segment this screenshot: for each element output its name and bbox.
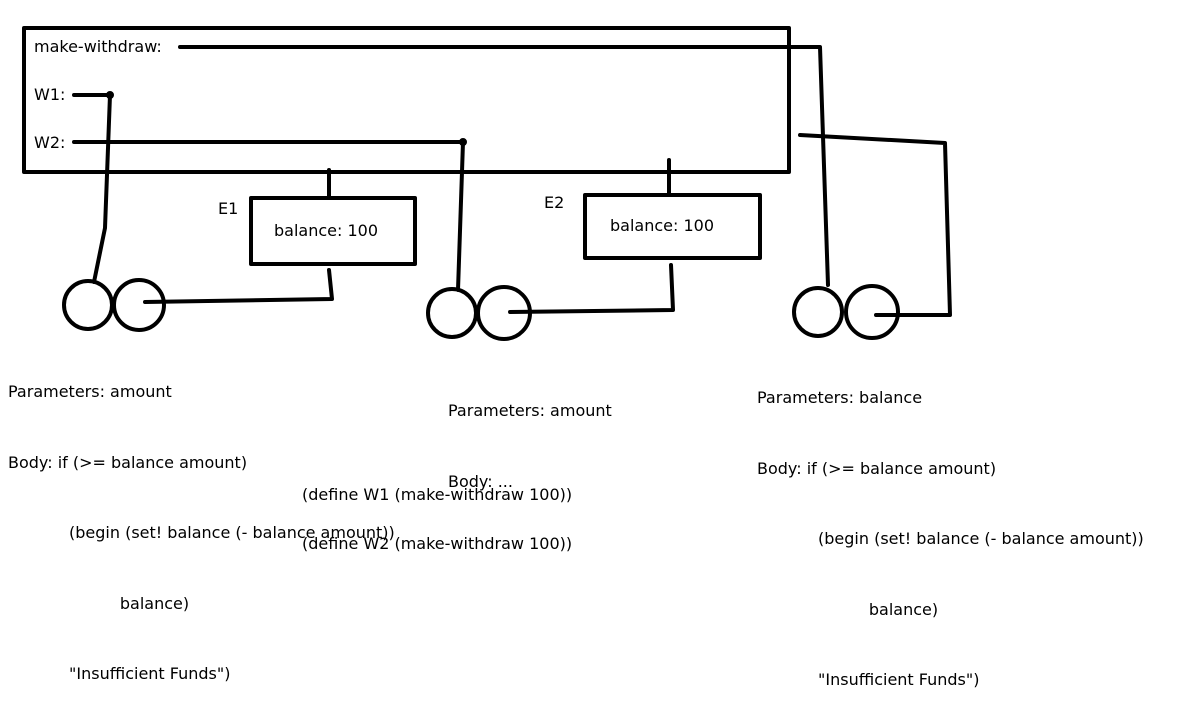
procedure-1-env-pointer	[143, 268, 334, 304]
procedure-2-description: Parameters: amount Body: ...	[448, 352, 612, 517]
procedure-2-line: Body: ...	[448, 471, 513, 491]
binding-w1-label: W1:	[34, 85, 66, 104]
procedure-1-line: "Insufficient Funds")	[8, 664, 231, 683]
procedure-1-line: Parameters: amount	[8, 382, 172, 401]
procedure-3-line: "Insufficient Funds")	[757, 670, 980, 689]
procedure-3-line: Parameters: balance	[757, 388, 923, 407]
procedure-3-code-circle	[792, 286, 844, 338]
procedure-3-env-circle	[844, 284, 900, 340]
procedure-3-description: Parameters: balance Body: if (>= balance…	[757, 339, 1144, 715]
w1-pointer	[72, 93, 112, 284]
procedure-2-env-pointer	[508, 263, 675, 314]
procedure-2-code-circle	[426, 287, 478, 339]
e1-label: E1	[218, 199, 239, 218]
procedure-1-line: balance)	[8, 593, 190, 613]
procedure-1-env-circle	[112, 278, 166, 332]
binding-w2-label: W2:	[34, 133, 66, 152]
procedure-1-line: Body: if (>= balance amount)	[8, 452, 248, 472]
make-withdraw-pointer	[178, 45, 830, 287]
e2-label: E2	[544, 193, 565, 212]
procedure-1-line: (begin (set! balance (- balance amount))	[8, 523, 395, 542]
procedure-3-line: Body: if (>= balance amount)	[757, 458, 997, 478]
procedure-2-line: Parameters: amount	[448, 401, 612, 420]
e2-balance-binding: balance: 100	[610, 216, 715, 235]
define-w2-code: (define W2 (make-withdraw 100))	[302, 534, 573, 553]
binding-make-withdraw-label: make-withdraw:	[34, 37, 162, 56]
w1-pointer-dot	[106, 91, 114, 99]
procedure-3-line: (begin (set! balance (- balance amount))	[757, 529, 1144, 548]
w2-pointer	[72, 140, 465, 292]
e1-frame-box	[249, 196, 417, 266]
define-w1-code: (define W1 (make-withdraw 100))	[302, 485, 573, 504]
procedure-1-description: Parameters: amount Body: if (>= balance …	[8, 333, 395, 709]
procedure-3-env-pointer	[798, 133, 952, 317]
procedure-1-code-circle	[62, 279, 114, 331]
e1-balance-binding: balance: 100	[274, 221, 379, 240]
e2-frame-box	[583, 193, 762, 260]
w2-pointer-dot	[459, 138, 467, 146]
global-frame-box	[22, 26, 791, 174]
environment-diagram	[22, 26, 952, 341]
procedure-3-line: balance)	[757, 599, 939, 619]
